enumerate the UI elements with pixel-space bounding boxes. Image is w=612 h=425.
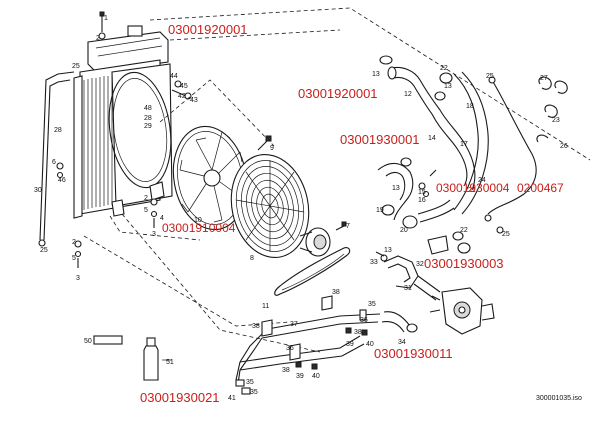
part-number-3: 03001930001: [340, 132, 420, 147]
callout-26: 26: [560, 143, 568, 150]
callout-22: 22: [440, 65, 448, 72]
callout-30: 30: [34, 187, 42, 194]
callout-2: 2: [96, 35, 100, 42]
callout-31: 31: [404, 285, 412, 292]
callout-38b: 38: [354, 329, 362, 336]
callout-35c: 35: [250, 389, 258, 396]
callout-10: 10: [194, 217, 202, 224]
fan-guard: [230, 153, 310, 259]
callout-39b: 39: [296, 373, 304, 380]
upper-hoses: [377, 55, 568, 255]
callout-32: 32: [416, 261, 424, 268]
callout-25b: 25: [40, 247, 48, 254]
part-number-5: 0200467: [517, 181, 564, 195]
callout-1: 1: [104, 15, 108, 22]
callout-25d: 25: [502, 231, 510, 238]
callout-35: 35: [368, 301, 376, 308]
callout-13: 13: [372, 71, 380, 78]
callout-12: 12: [404, 91, 412, 98]
callout-4: 4: [160, 215, 164, 222]
callout-5b: 5: [144, 207, 148, 214]
callout-23: 23: [552, 117, 560, 124]
callout-6: 6: [52, 159, 56, 166]
callout-40b: 40: [312, 373, 320, 380]
part-number-9: 03001930021: [140, 390, 220, 405]
callout-44: 44: [170, 73, 178, 80]
callout-5: 5: [72, 255, 76, 262]
callout-38c: 38: [252, 323, 260, 330]
callout-29: 29: [144, 123, 152, 130]
callout-36b: 36: [286, 345, 294, 352]
callout-16: 16: [418, 197, 426, 204]
callout-25c: 25: [486, 73, 494, 80]
callout-28b: 28: [144, 115, 152, 122]
callout-38: 38: [332, 289, 340, 296]
callout-2c: 2: [144, 195, 148, 202]
callout-41: 41: [228, 395, 236, 402]
callout-19: 19: [376, 207, 384, 214]
drive-belt: [274, 247, 351, 296]
callout-7: 7: [346, 223, 350, 230]
callout-45: 45: [180, 83, 188, 90]
callout-24: 24: [478, 177, 486, 184]
part-number-8: 03001930011: [374, 346, 453, 361]
fan: [172, 125, 272, 231]
water-pump-assembly: [375, 251, 495, 335]
callout-9: 9: [270, 145, 274, 152]
callout-11: 11: [262, 303, 269, 310]
callout-34: 34: [398, 339, 406, 346]
part-number-4: 03001930004: [436, 181, 510, 195]
callout-43: 43: [190, 97, 198, 104]
callout-18: 18: [466, 103, 474, 110]
callout-17: 17: [460, 141, 468, 148]
callout-28: 28: [54, 127, 62, 134]
callout-36: 36: [360, 317, 368, 324]
fan-hub: [299, 221, 347, 257]
callout-25: 25: [72, 63, 80, 70]
callout-3: 3: [76, 275, 80, 282]
callout-48: 48: [144, 105, 152, 112]
part-number-labels: 03001920001 03001920001 03001930001 0300…: [140, 22, 564, 405]
part-number-2: 03001920001: [298, 86, 378, 101]
callout-14: 14: [428, 135, 436, 142]
drawing-id: 300001035.iso: [536, 395, 582, 402]
callout-42: 42: [178, 93, 186, 100]
callout-13d: 13: [384, 247, 392, 254]
callout-8: 8: [250, 255, 254, 262]
callout-39: 39: [346, 341, 354, 348]
callout-20: 20: [400, 227, 408, 234]
part-number-6: 03001910004: [162, 221, 236, 235]
callout-40: 40: [366, 341, 374, 348]
callout-13c: 13: [392, 185, 400, 192]
callout-labels: 1 2 25 28 30 6 46 25 2 5 3 44 45 43 42 4…: [34, 15, 568, 402]
callout-22b: 22: [460, 227, 468, 234]
lower-piping: [235, 295, 418, 395]
callout-27: 27: [540, 75, 548, 82]
callout-13b: 13: [444, 83, 452, 90]
callout-2b: 2: [72, 239, 76, 246]
callout-38d: 38: [282, 367, 290, 374]
callout-51: 51: [166, 359, 174, 366]
radiator-assembly: [38, 11, 192, 268]
callout-33: 33: [370, 259, 378, 266]
callout-35b: 35: [246, 379, 254, 386]
callout-46: 46: [58, 177, 66, 184]
part-number-1: 03001920001: [168, 22, 248, 37]
part-number-7: 03001930003: [424, 256, 504, 271]
callout-37: 37: [290, 321, 298, 328]
callout-15: 15: [418, 189, 426, 196]
callout-3b: 3: [152, 231, 156, 238]
callout-50: 50: [84, 338, 92, 345]
consumables: [93, 335, 172, 381]
callout-21: 21: [468, 187, 476, 194]
